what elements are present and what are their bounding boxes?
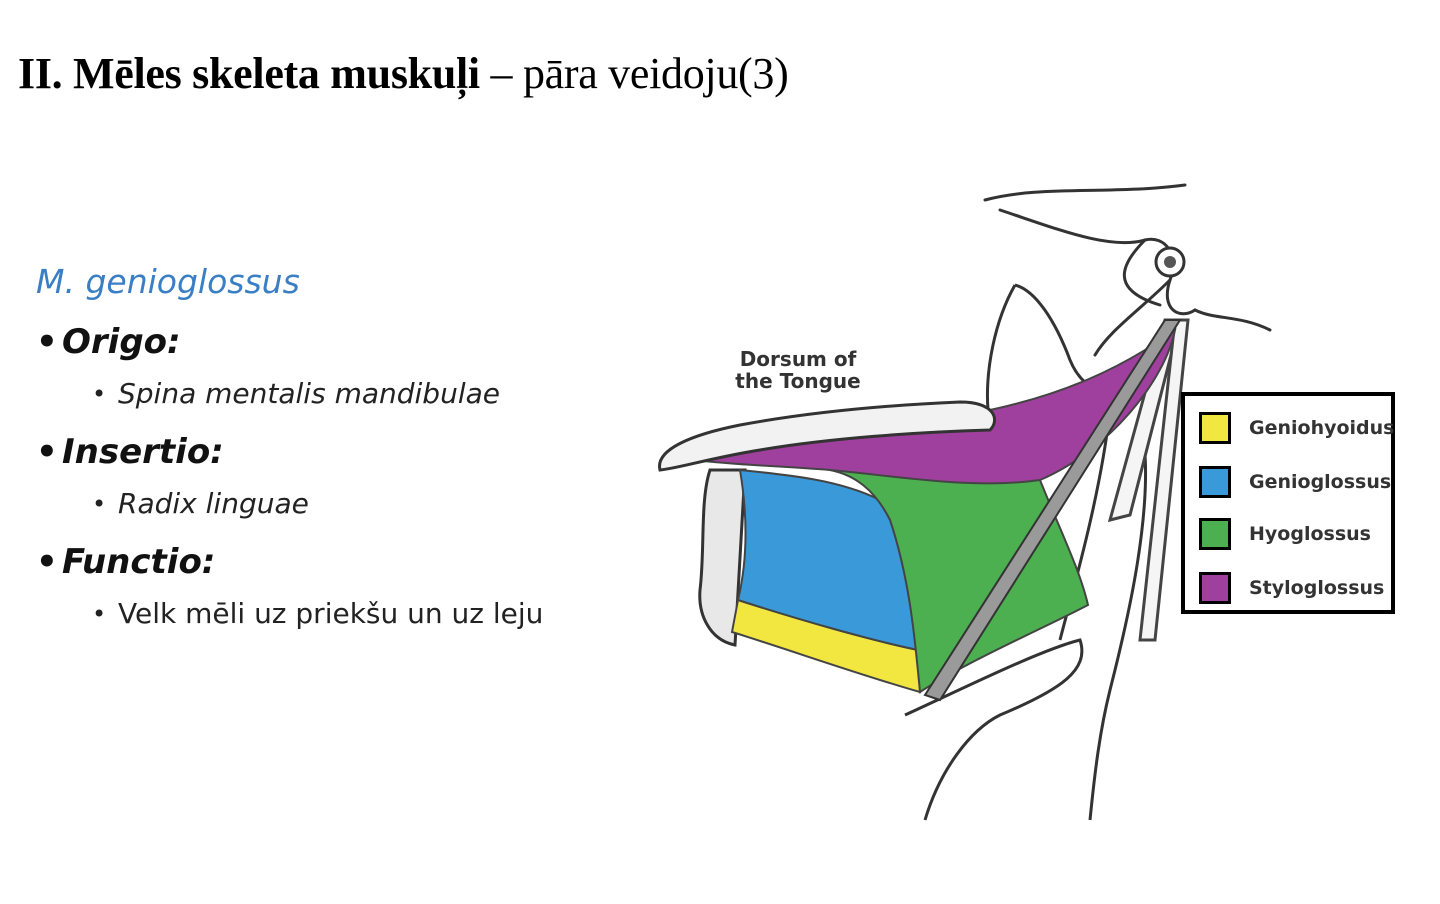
legend-swatch-genioglossus: [1199, 466, 1231, 498]
mandible-symphysis: [698, 468, 747, 647]
dorsum-label-line1: Dorsum of: [740, 347, 857, 371]
legend-swatch-geniohyoidus: [1199, 412, 1231, 444]
legend-swatch-styloglossus: [1199, 572, 1231, 604]
stylohyoid-ligament: [923, 319, 1182, 702]
slide-title-bold: II. Mēles skeleta muskuļi: [18, 49, 480, 98]
legend-label-geniohyoidus: Geniohyoidus: [1249, 417, 1395, 439]
legend-item-geniohyoidus: Geniohyoidus: [1199, 409, 1395, 447]
legend-swatch-hyoglossus: [1199, 518, 1231, 550]
muscle-color-legend: Geniohyoidus Genioglossus Hyoglossus Sty…: [1181, 392, 1395, 614]
legend-item-styloglossus: Styloglossus: [1199, 569, 1384, 607]
muscle-details: Origo: Spina mentalis mandibulae Inserti…: [36, 322, 543, 652]
legend-label-styloglossus: Styloglossus: [1249, 577, 1385, 599]
tongue-muscles-illustration: Dorsum of the Tongue: [640, 170, 1420, 850]
illustration-svg: Dorsum of the Tongue: [658, 183, 1272, 821]
functio-detail: Velk mēli uz priekšu un uz leju: [36, 596, 543, 632]
legend-label-genioglossus: Genioglossus: [1249, 471, 1392, 493]
legend-item-genioglossus: Genioglossus: [1199, 463, 1391, 501]
legend-label-hyoglossus: Hyoglossus: [1249, 523, 1371, 545]
origo-detail: Spina mentalis mandibulae: [36, 376, 543, 412]
origo-heading: Origo:: [36, 322, 543, 362]
insertio-heading: Insertio:: [36, 432, 543, 472]
legend-item-hyoglossus: Hyoglossus: [1199, 515, 1371, 553]
muscle-name: M. genioglossus: [36, 262, 300, 301]
insertio-detail: Radix linguae: [36, 486, 543, 522]
dorsum-label-line2: the Tongue: [735, 369, 860, 393]
hyoid-outline: [904, 638, 1084, 821]
tongue-dorsum: [658, 400, 996, 472]
functio-heading: Functio:: [36, 542, 543, 582]
skull-outline: [983, 183, 1272, 357]
slide-title: II. Mēles skeleta muskuļi – pāra veidoju…: [18, 48, 789, 99]
slide-title-rest: – pāra veidoju(3): [479, 49, 789, 98]
